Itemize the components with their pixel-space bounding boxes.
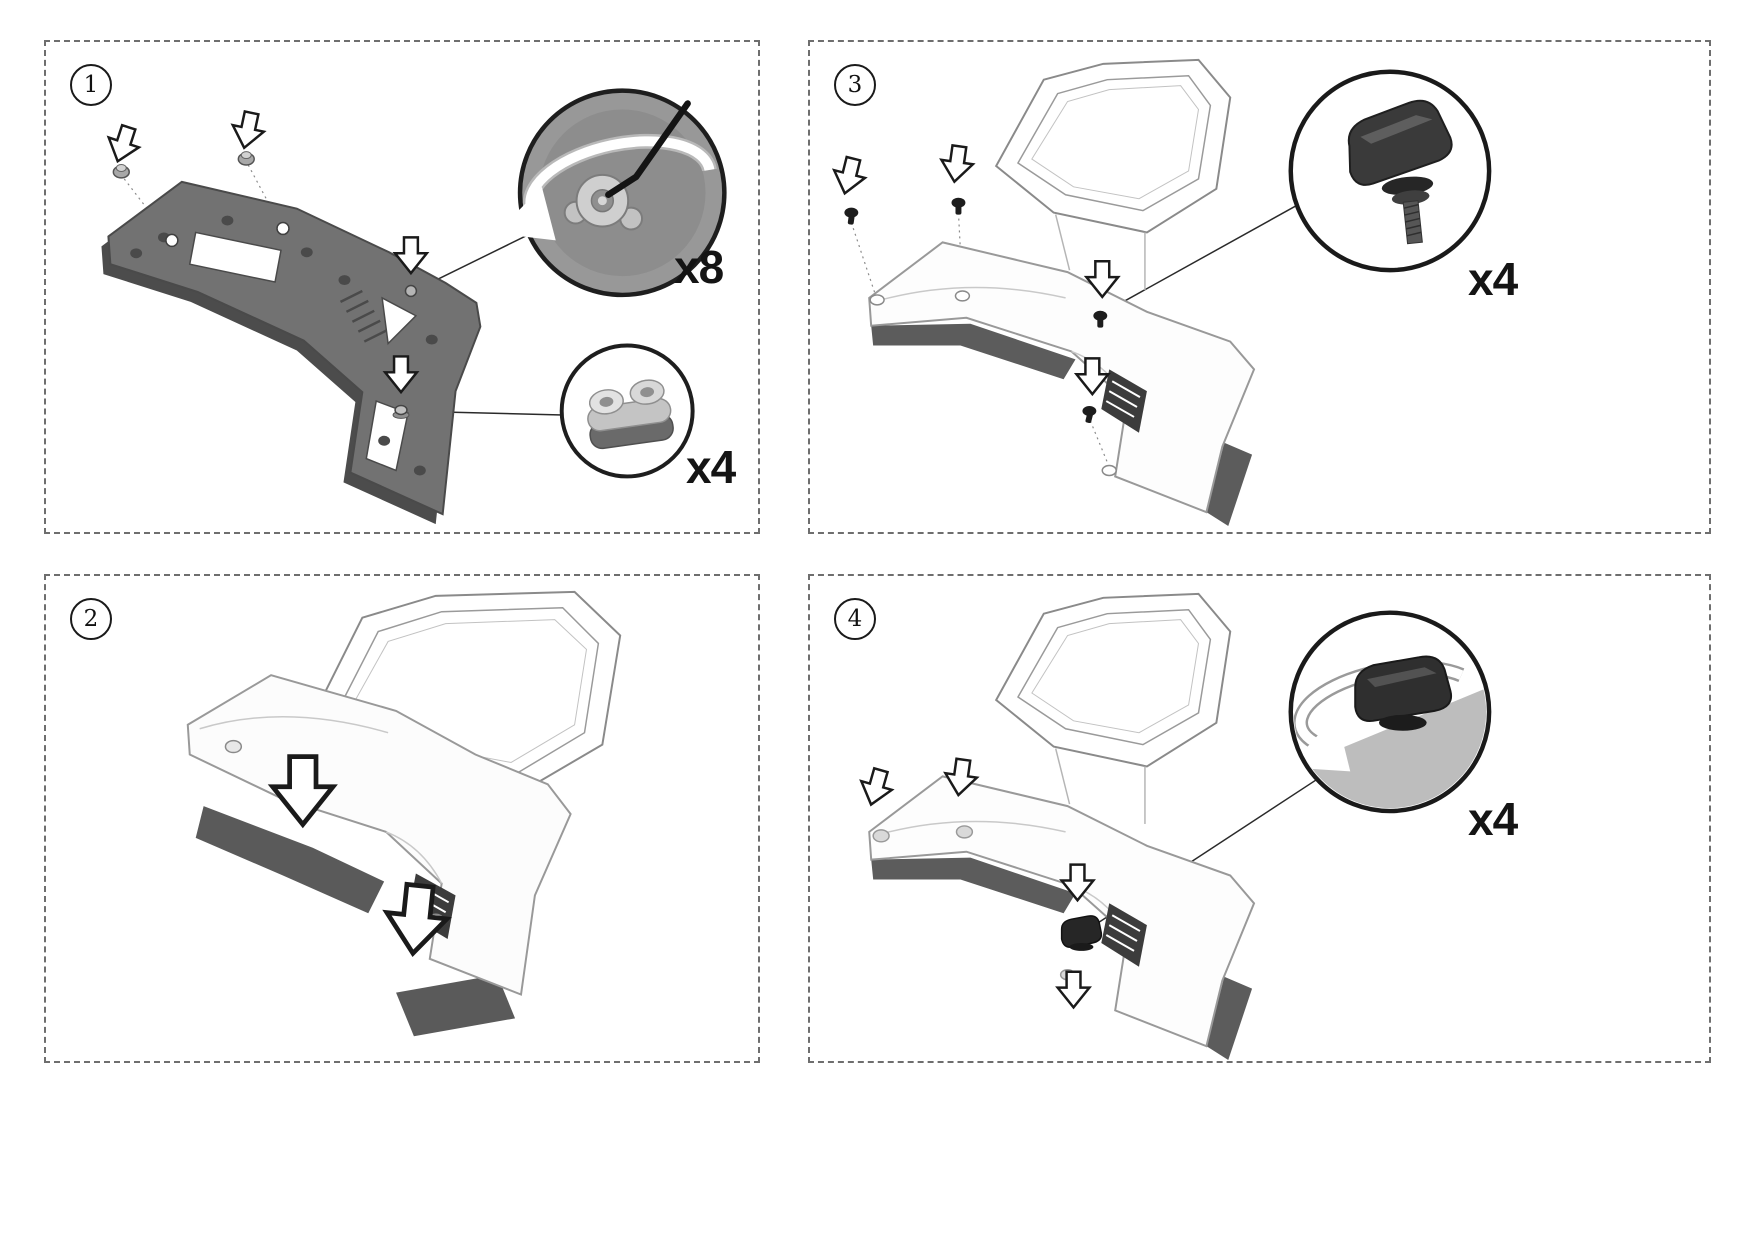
stud-icon	[951, 197, 966, 215]
rotation-arrow-icon	[525, 136, 715, 209]
case-lid	[994, 58, 1232, 290]
step-number: 3	[847, 72, 863, 98]
case-lid	[994, 592, 1232, 824]
grip-hatching	[339, 289, 387, 343]
quantity-label: x8	[674, 241, 724, 293]
rotation-arrowhead	[496, 186, 556, 241]
step-3-illustration	[828, 58, 1492, 527]
knob-icon	[1354, 655, 1453, 731]
grip-pad	[1101, 903, 1147, 967]
knob-icon	[1060, 915, 1103, 951]
stud-icon	[1082, 406, 1097, 424]
stud-icon	[1093, 310, 1108, 328]
quantity-label: x4	[1468, 793, 1518, 845]
step-panel-4: 4	[808, 574, 1711, 1063]
screw-icon	[404, 284, 418, 298]
leader-line	[1104, 202, 1303, 313]
knob-callout	[1288, 69, 1492, 273]
screw-hole	[165, 233, 179, 248]
spacer-icon	[587, 379, 674, 450]
screw-icon	[392, 404, 410, 419]
screw-guide-line	[1089, 420, 1109, 465]
screw-hole	[276, 221, 290, 236]
down-arrow-icon	[101, 121, 146, 168]
bracket-cutout	[381, 296, 418, 346]
step-panel-2: 2	[44, 574, 760, 1063]
knob-hole	[955, 825, 974, 839]
screw-detail	[224, 739, 243, 754]
stud-icon	[844, 207, 859, 225]
knob-icon	[1347, 99, 1453, 245]
tightening-callout	[496, 88, 727, 298]
grip-pad	[1101, 369, 1147, 433]
step-1-illustration	[101, 88, 727, 525]
quantity-label: x4	[686, 441, 736, 493]
step-number: 2	[83, 606, 99, 632]
bracket-cutout	[188, 231, 282, 283]
bracket-under-case	[195, 806, 516, 1037]
step-number-badge: 4	[834, 598, 876, 640]
step-panel-3: 3	[808, 40, 1711, 534]
case-shadow	[871, 323, 1076, 380]
spacer-callout	[559, 343, 695, 479]
step-number-badge: 1	[70, 64, 112, 106]
case-shadow	[1206, 976, 1253, 1061]
knob-rotation-callout	[1288, 610, 1492, 814]
down-arrow-icon	[227, 108, 269, 153]
case-shadow	[1206, 442, 1253, 527]
case-shadow	[871, 857, 1076, 914]
knob-hole	[1101, 464, 1117, 477]
down-arrow-icon	[828, 153, 871, 199]
knob-hole	[869, 294, 885, 306]
screw-guide-line	[957, 212, 964, 291]
screw-icon	[237, 151, 255, 166]
step-2-illustration	[186, 590, 622, 1037]
knob-hole	[954, 290, 971, 302]
screw-guide-line	[850, 222, 876, 295]
case-base	[868, 241, 1256, 527]
step-number: 4	[847, 606, 863, 632]
step-4-illustration	[854, 592, 1492, 1061]
down-arrow-icon	[937, 142, 977, 186]
screw-icon	[112, 164, 130, 179]
mounting-bracket	[101, 180, 482, 525]
step-panel-1: 1	[44, 40, 760, 534]
step-number-badge: 3	[834, 64, 876, 106]
knob-hole	[872, 829, 890, 843]
hex-key-icon	[605, 100, 691, 198]
case-base	[868, 775, 1256, 1061]
down-arrow-icon	[854, 764, 898, 811]
step-number-badge: 2	[70, 598, 112, 640]
quantity-label: x4	[1468, 253, 1518, 305]
gray-band	[1293, 680, 1487, 809]
step-number: 1	[83, 72, 99, 98]
